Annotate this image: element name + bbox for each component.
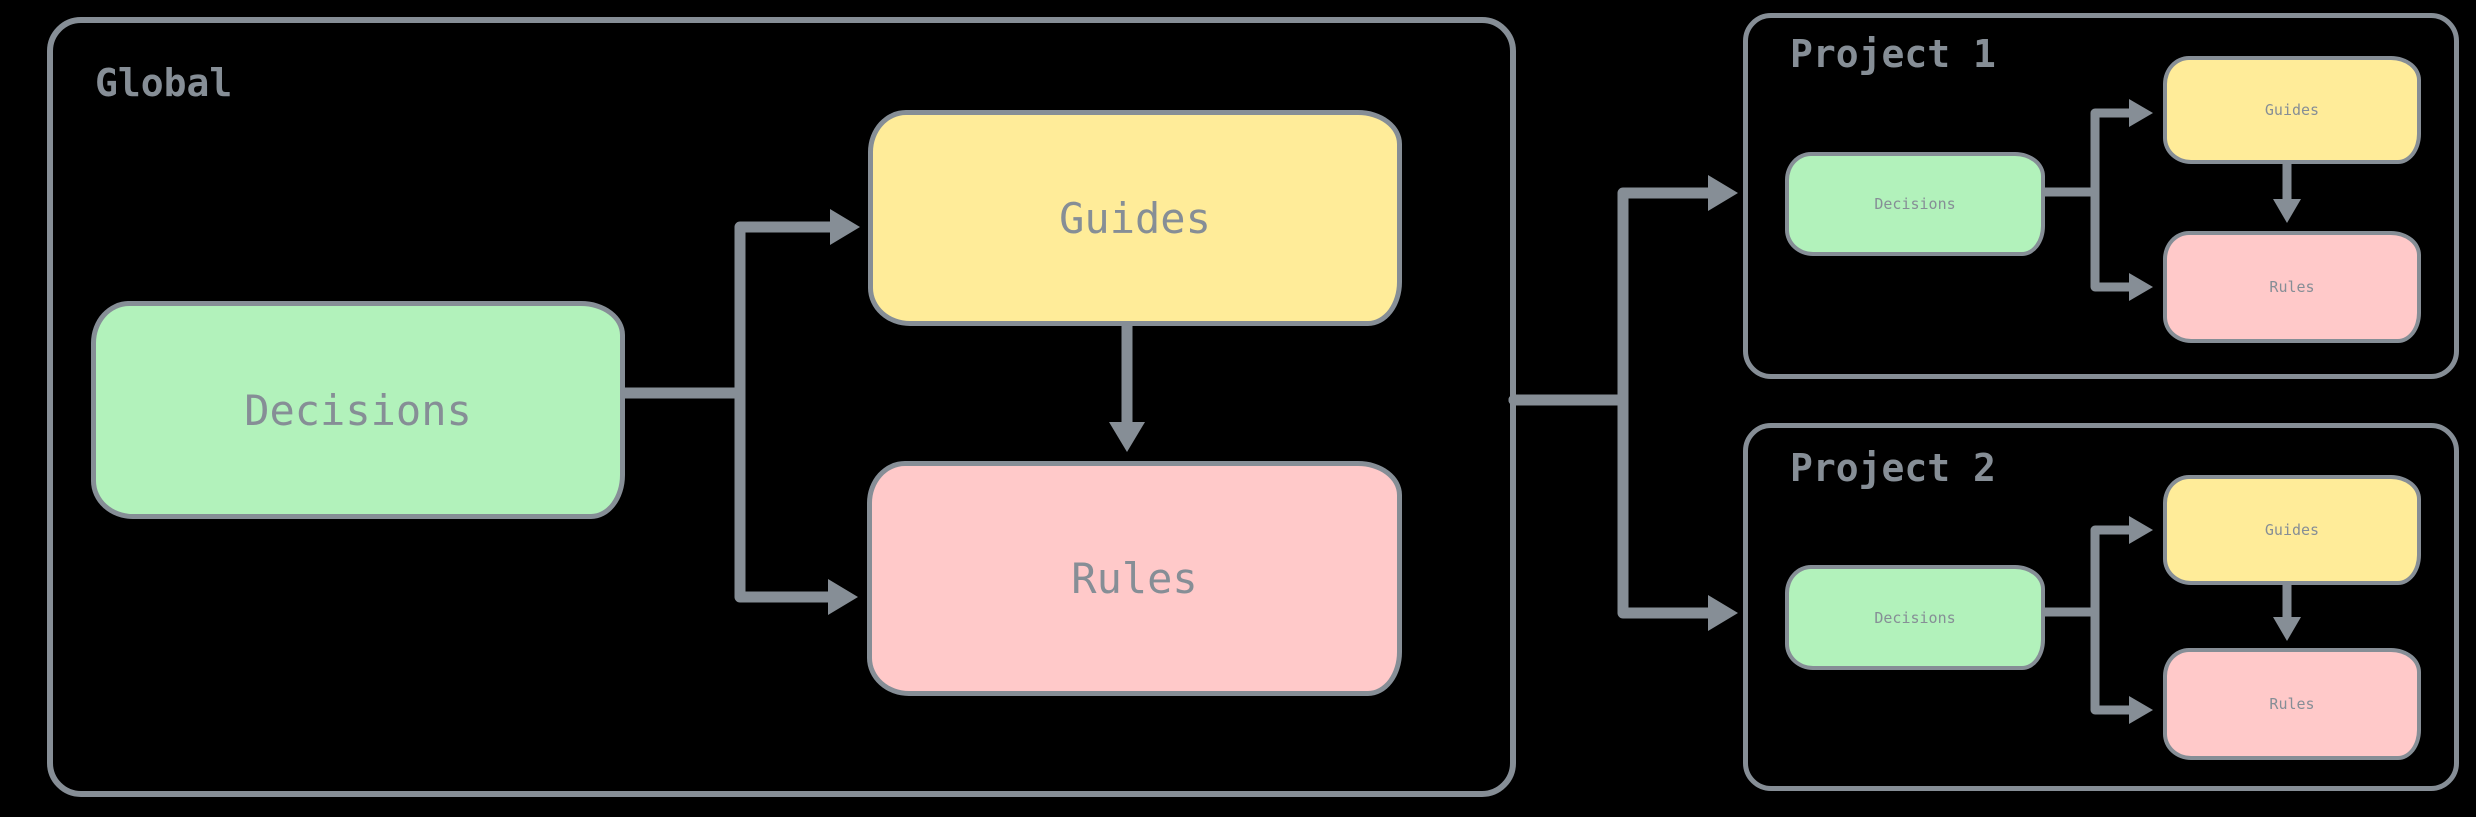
project1-rules-label: Rules	[2269, 278, 2315, 296]
global-decisions-node: Decisions	[91, 301, 625, 519]
project2-frame: Project 2 Decisions Guides Rules	[1743, 423, 2459, 791]
project2-rules-node: Rules	[2163, 648, 2421, 760]
global-frame-title: Global	[95, 61, 233, 105]
project2-decisions-label: Decisions	[1874, 608, 1956, 627]
project1-guides-label: Guides	[2264, 101, 2320, 119]
global-guides-node: Guides	[868, 110, 1402, 326]
project2-guides-label: Guides	[2264, 521, 2320, 539]
project1-frame-title: Project 1	[1790, 32, 1996, 76]
arrow-global-to-project2	[1508, 394, 1738, 631]
project2-guides-node: Guides	[2163, 475, 2421, 585]
global-rules-node: Rules	[867, 461, 1402, 696]
project1-decisions-node: Decisions	[1785, 152, 2045, 256]
global-frame: Global Decisions Guides Rules	[47, 17, 1516, 797]
global-decisions-label: Decisions	[244, 385, 472, 435]
project1-guides-node: Guides	[2163, 56, 2421, 164]
project1-rules-node: Rules	[2163, 231, 2421, 343]
global-rules-label: Rules	[1071, 554, 1198, 603]
arrow-global-to-project1	[1508, 175, 1738, 406]
project2-frame-title: Project 2	[1790, 446, 1996, 490]
project2-decisions-node: Decisions	[1785, 565, 2045, 670]
project1-decisions-label: Decisions	[1874, 195, 1956, 213]
project1-frame: Project 1 Decisions Guides Rules	[1743, 13, 2459, 379]
global-guides-label: Guides	[1059, 193, 1211, 243]
project2-rules-label: Rules	[2269, 695, 2315, 713]
